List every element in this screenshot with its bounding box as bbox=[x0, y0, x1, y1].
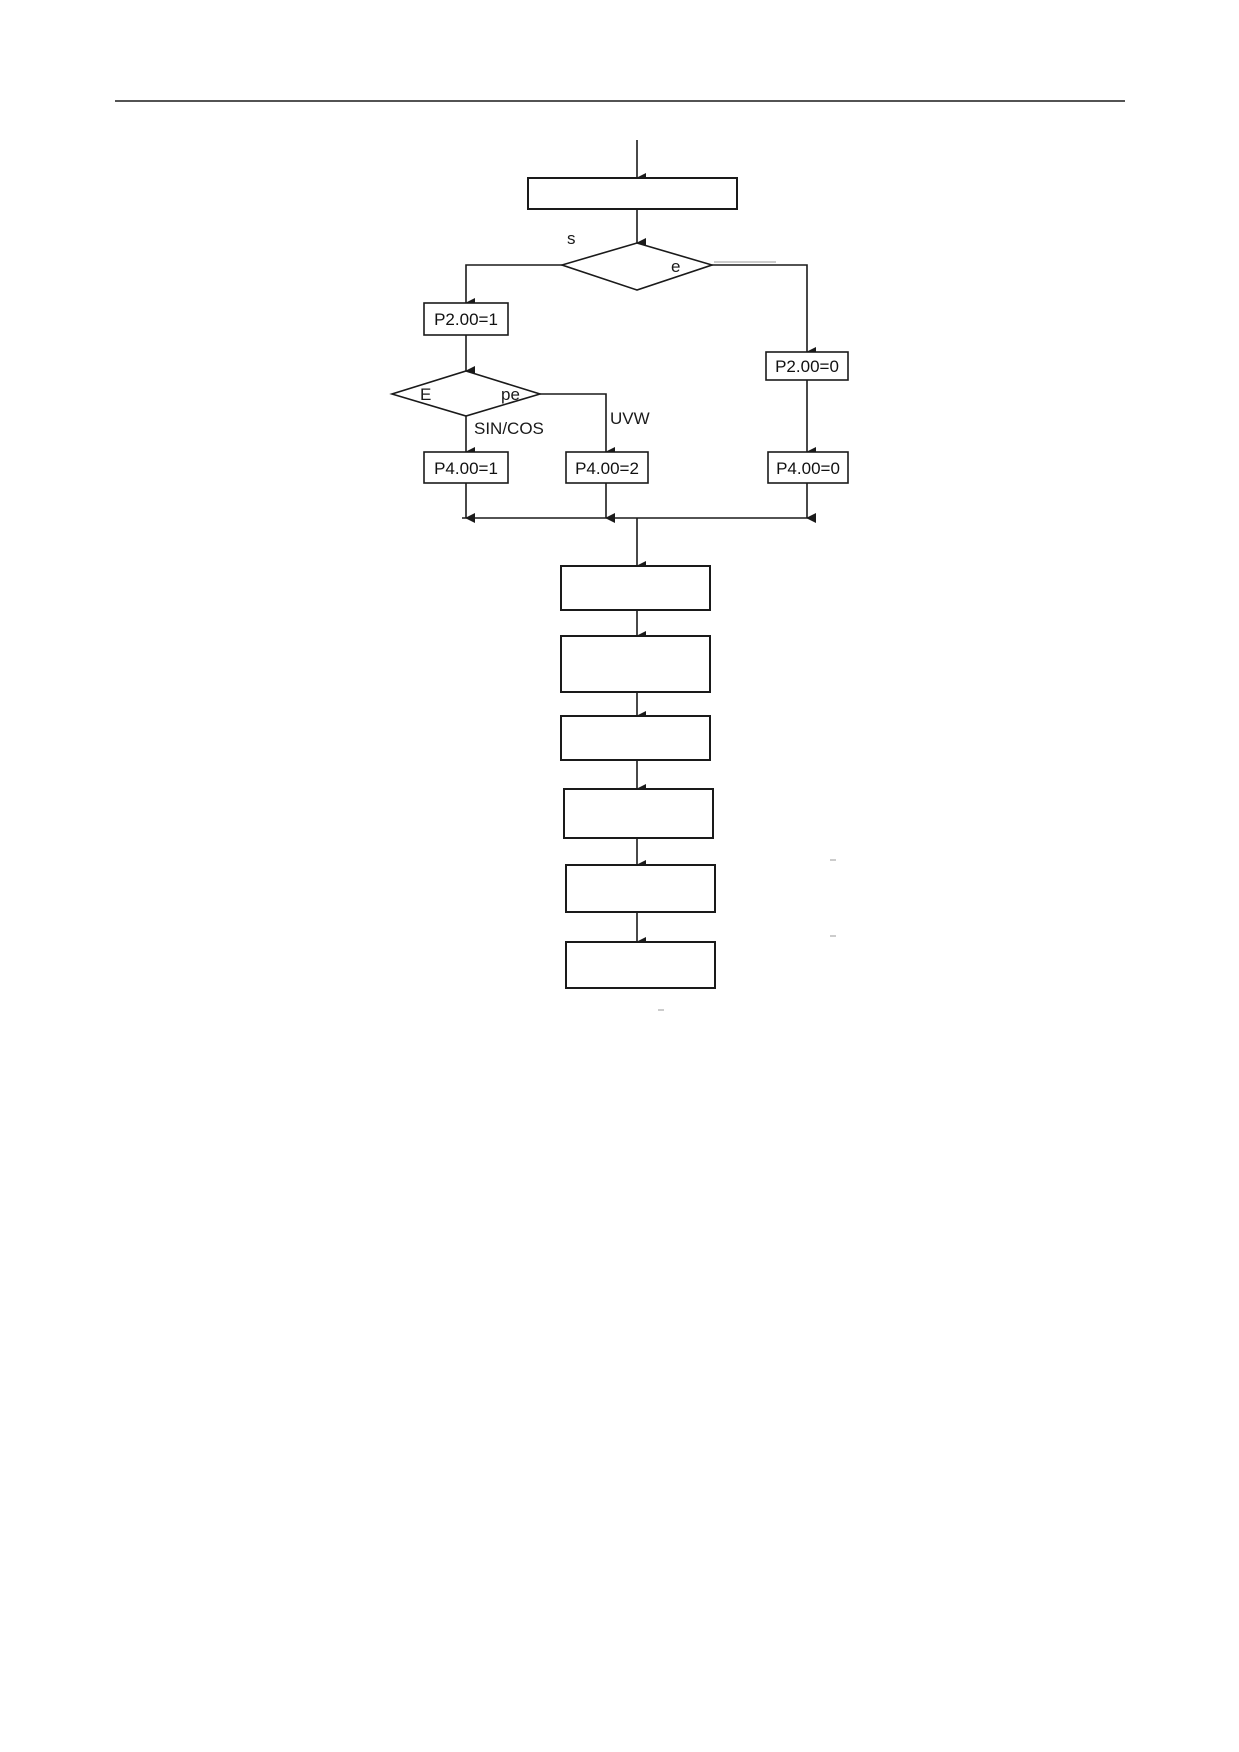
connectors bbox=[462, 140, 816, 947]
encoder-right-branch bbox=[540, 393, 615, 457]
step-6-box bbox=[565, 941, 716, 989]
p400-eq0-box: P4.00=0 bbox=[767, 451, 849, 484]
start-box bbox=[527, 177, 738, 210]
step-2-box bbox=[560, 635, 711, 693]
p400-eq1-text: P4.00=1 bbox=[434, 459, 498, 478]
sincos-edge-label: SIN/COS bbox=[474, 419, 544, 438]
motor-type-decision-right-text: e bbox=[671, 257, 680, 276]
motor-type-decision: s e bbox=[559, 229, 715, 291]
p400-eq1-box: P4.00=1 bbox=[423, 451, 509, 484]
encoder-decision-left-text: E bbox=[420, 385, 431, 404]
scan-artifacts bbox=[658, 261, 836, 1011]
p400-eq0-text: P4.00=0 bbox=[776, 459, 840, 478]
decision-left-branch bbox=[465, 264, 562, 308]
p200-eq0-box: P2.00=0 bbox=[765, 351, 849, 381]
decision-right-branch bbox=[712, 264, 816, 357]
encoder-decision: E pe bbox=[389, 370, 543, 417]
uvw-edge-label: UVW bbox=[610, 409, 650, 428]
p200-eq0-text: P2.00=0 bbox=[775, 357, 839, 376]
p200-eq1-text: P2.00=1 bbox=[434, 310, 498, 329]
step-1-box bbox=[560, 565, 711, 611]
p400-eq2-box: P4.00=2 bbox=[565, 451, 649, 484]
step-5-box bbox=[565, 864, 716, 913]
step-4-box bbox=[563, 788, 714, 839]
encoder-decision-right-text: pe bbox=[501, 385, 520, 404]
p400-eq2-text: P4.00=2 bbox=[575, 459, 639, 478]
p200-eq1-box: P2.00=1 bbox=[423, 302, 509, 336]
step-3-box bbox=[560, 715, 711, 761]
motor-type-decision-left-text: s bbox=[567, 229, 576, 248]
